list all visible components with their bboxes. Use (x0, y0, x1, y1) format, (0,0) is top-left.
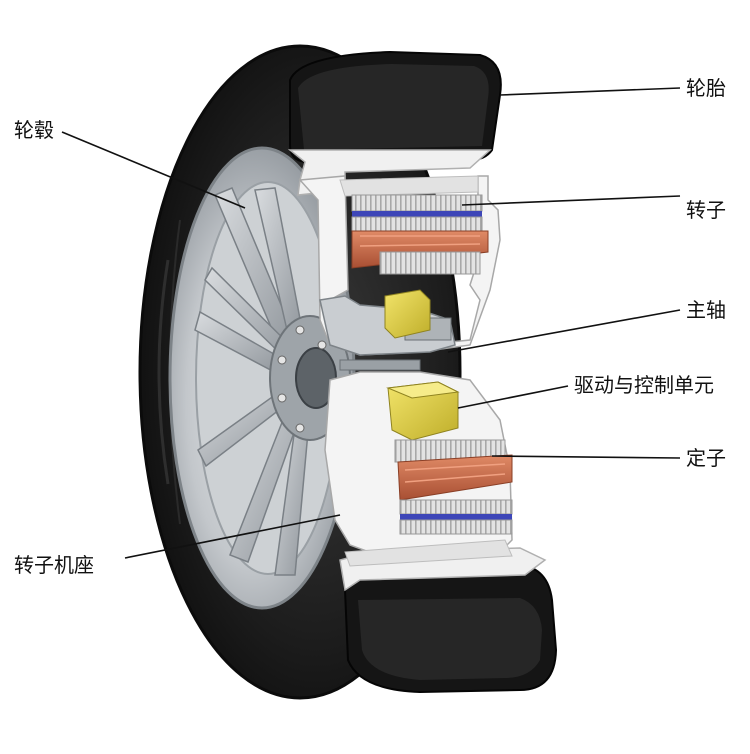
label-stator: 定子 (686, 446, 726, 470)
stator-assembly-bottom (394, 439, 513, 535)
leader-line-stator (491, 455, 681, 459)
tire-cross-section-bottom (339, 547, 558, 694)
label-tire: 轮胎 (686, 76, 726, 100)
rotor-assembly-top (351, 194, 489, 275)
leader-line-drive (457, 385, 569, 409)
label-hub: 轮毂 (14, 118, 54, 142)
label-rotor: 转子 (686, 198, 726, 222)
drive-unit-bottom (386, 381, 460, 441)
drive-unit-top (384, 289, 431, 339)
label-drive-unit: 驱动与控制单元 (574, 373, 714, 397)
leader-line-hub (61, 131, 246, 209)
label-axle: 主轴 (686, 298, 726, 322)
leader-lines (61, 87, 681, 559)
label-rotor-mount: 转子机座 (14, 553, 94, 577)
leader-line-tire (499, 87, 681, 96)
leader-line-mount (124, 514, 341, 559)
leader-line-rotor (461, 195, 681, 206)
leader-line-axle (447, 309, 681, 353)
